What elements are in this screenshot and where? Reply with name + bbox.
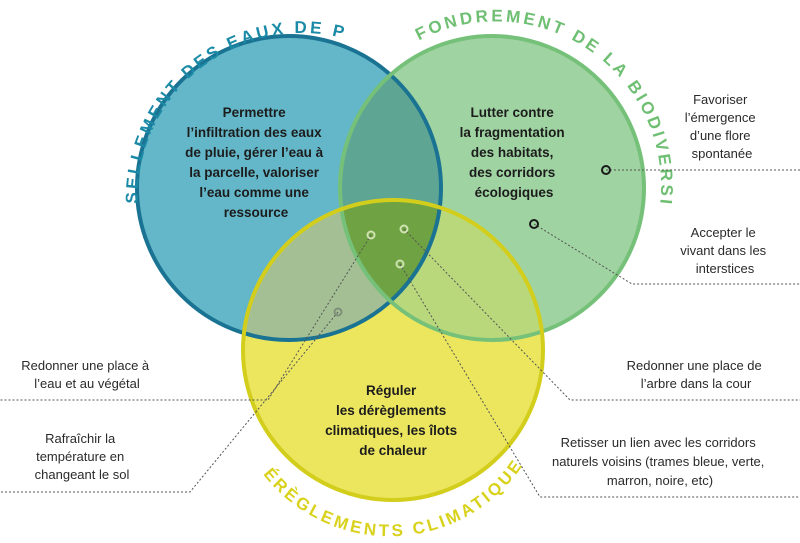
label-corridors-line: Retisser un lien avec les corridors <box>561 435 757 450</box>
climate-line: Réguler <box>366 383 417 398</box>
label-corridors-line: marron, noire, etc) <box>607 473 713 488</box>
label-vivant-line: interstices <box>696 261 755 276</box>
circle-biodiversity-outline <box>338 34 646 342</box>
label-flore-line: Favoriser <box>693 92 748 107</box>
label-rafraichir-line: changeant le sol <box>35 467 130 482</box>
water-line: l’eau comme une <box>199 185 309 200</box>
label-rafraichir: Rafraîchir la température en changeant l… <box>35 431 130 482</box>
marker-arbre <box>399 224 409 234</box>
biodiversity-line: écologiques <box>475 185 554 200</box>
leader-rafraichir <box>0 311 339 493</box>
climate-line: climatiques, les îlots <box>325 423 457 438</box>
water-description: Permettre l’infiltration des eaux de plu… <box>185 105 327 220</box>
water-line: la parcelle, valoriser <box>189 165 320 180</box>
marker-corridors <box>395 259 405 269</box>
label-eau-vegetal-line: Redonner une place à <box>21 358 150 373</box>
label-rafraichir-line: température en <box>36 449 124 464</box>
label-flore-line: l’émergence <box>685 110 756 125</box>
label-rafraichir-line: Rafraîchir la <box>45 431 116 446</box>
overlap-biodiversity-climate <box>340 200 543 340</box>
label-flore: Favoriser l’émergence d’une flore sponta… <box>685 92 759 161</box>
biodiversity-line: des corridors <box>469 165 555 180</box>
climate-line: de chaleur <box>359 443 427 458</box>
water-line: de pluie, gérer l’eau à <box>185 145 324 160</box>
marker-flore <box>601 165 611 175</box>
label-eau-vegetal-line: l’eau et au végétal <box>34 376 140 391</box>
water-line: Permettre <box>223 105 287 120</box>
marker-vivant <box>529 219 539 229</box>
marker-rafraichir <box>333 307 343 317</box>
leader-eau-vegetal <box>0 234 372 401</box>
biodiversity-line: des habitats, <box>471 145 554 160</box>
climate-description: Réguler les dérèglements climatiques, le… <box>325 383 461 458</box>
label-vivant-line: Accepter le <box>691 225 756 240</box>
biodiversity-description: Lutter contre la fragmentation des habit… <box>460 105 569 200</box>
label-arbre-line: l’arbre dans la cour <box>641 376 752 391</box>
circle-water-outline <box>135 34 443 342</box>
water-line: ressource <box>224 205 289 220</box>
biodiversity-line: Lutter contre <box>470 105 554 120</box>
label-arbre-line: Redonner une place de <box>627 358 762 373</box>
biodiversity-line: la fragmentation <box>460 125 565 140</box>
water-line: l’infiltration des eaux <box>187 125 323 140</box>
label-flore-line: d’une flore <box>690 128 751 143</box>
label-flore-line: spontanée <box>692 146 753 161</box>
label-vivant-line: vivant dans les <box>680 243 766 258</box>
label-vivant: Accepter le vivant dans les interstices <box>680 225 770 276</box>
label-eau-vegetal: Redonner une place à l’eau et au végétal <box>21 358 153 391</box>
label-corridors-line: naturels voisins (trames bleue, verte, <box>552 454 764 469</box>
label-corridors: Retisser un lien avec les corridors natu… <box>552 435 768 488</box>
label-arbre: Redonner une place de l’arbre dans la co… <box>627 358 766 391</box>
leader-corridors <box>399 263 800 498</box>
circle-climate-outline <box>241 198 545 502</box>
climate-line: les dérèglements <box>336 403 446 418</box>
overlap-water-climate <box>243 200 441 340</box>
marker-eau-vegetal <box>366 230 376 240</box>
